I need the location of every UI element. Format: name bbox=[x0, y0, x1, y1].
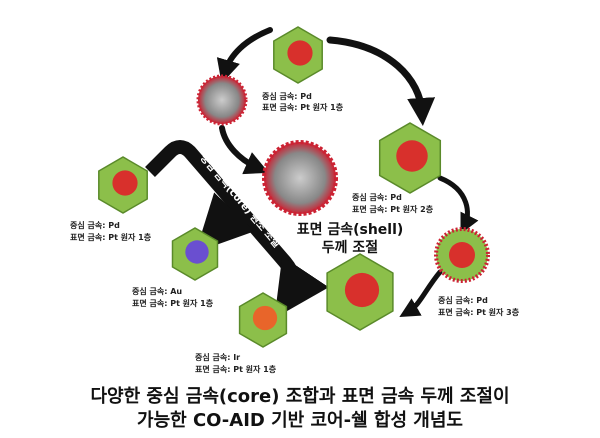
particle-label-0: 중심 금속: Pd 표면 금속: Pt 원자 1층 bbox=[262, 91, 344, 112]
svg-text:표면 금속: Pt 원자 1층: 표면 금속: Pt 원자 1층 bbox=[262, 102, 344, 112]
particle-hexagon-2 bbox=[326, 253, 394, 331]
svg-text:표면 금속: Pt 원자 1층: 표면 금속: Pt 원자 1층 bbox=[195, 364, 277, 374]
particle-label-1: 중심 금속: Pd 표면 금속: Pt 원자 2층 bbox=[352, 192, 434, 214]
shell-label-line2: 두께 조절 bbox=[322, 240, 378, 256]
svg-text:표면 금속: Pt 원자 1층: 표면 금속: Pt 원자 1층 bbox=[70, 232, 152, 242]
svg-text:중심 금속: Pd: 중심 금속: Pd bbox=[262, 91, 312, 101]
svg-text:중심 금속: Ir: 중심 금속: Ir bbox=[195, 352, 240, 362]
particle-hexagon-0 bbox=[273, 26, 323, 84]
core bbox=[396, 140, 428, 172]
svg-text:중심 금속: Pd: 중심 금속: Pd bbox=[438, 295, 488, 305]
particle-hexagon-1 bbox=[378, 122, 442, 194]
core bbox=[344, 272, 380, 308]
svg-text:표면 금속: Pt 원자 1층: 표면 금속: Pt 원자 1층 bbox=[132, 298, 214, 308]
core bbox=[185, 240, 209, 264]
core bbox=[287, 40, 313, 66]
caption-line2: 가능한 CO-AID 기반 코어-쉘 합성 개념도 bbox=[137, 410, 463, 431]
shell-label-line1: 표면 금속(shell) bbox=[297, 221, 404, 238]
svg-text:표면 금속: Pt 원자 2층: 표면 금속: Pt 원자 2층 bbox=[352, 204, 434, 214]
svg-text:표면 금속: Pt 원자 3층: 표면 금속: Pt 원자 3층 bbox=[438, 307, 520, 317]
particle-hexagon-5 bbox=[238, 292, 288, 348]
svg-text:중심 금속: Au: 중심 금속: Au bbox=[132, 286, 182, 296]
core-arrow bbox=[145, 140, 329, 319]
particle-label-5: 중심 금속: Ir 표면 금속: Pt 원자 1층 bbox=[195, 352, 277, 374]
particle-hexagon-3 bbox=[98, 156, 148, 214]
particle-label-4: 중심 금속: Au 표면 금속: Pt 원자 1층 bbox=[132, 286, 214, 308]
caption-line1: 다양한 중심 금속(core) 조합과 표면 금속 두께 조절이 bbox=[90, 386, 510, 407]
cycle-arrows bbox=[216, 27, 479, 318]
svg-text:중심 금속: Pd: 중심 금속: Pd bbox=[352, 192, 402, 202]
sphere-large bbox=[262, 140, 338, 216]
sphere-3-layer bbox=[434, 227, 490, 283]
particle-hexagon-4 bbox=[171, 227, 219, 281]
core bbox=[252, 305, 278, 331]
core bbox=[112, 170, 138, 196]
particle-label-2: 중심 금속: Pd 표면 금속: Pt 원자 3층 bbox=[438, 295, 520, 317]
svg-text:중심 금속: Pd: 중심 금속: Pd bbox=[70, 220, 120, 230]
particle-label-3: 중심 금속: Pd 표면 금속: Pt 원자 1층 bbox=[70, 220, 152, 242]
sphere-small bbox=[196, 74, 248, 126]
